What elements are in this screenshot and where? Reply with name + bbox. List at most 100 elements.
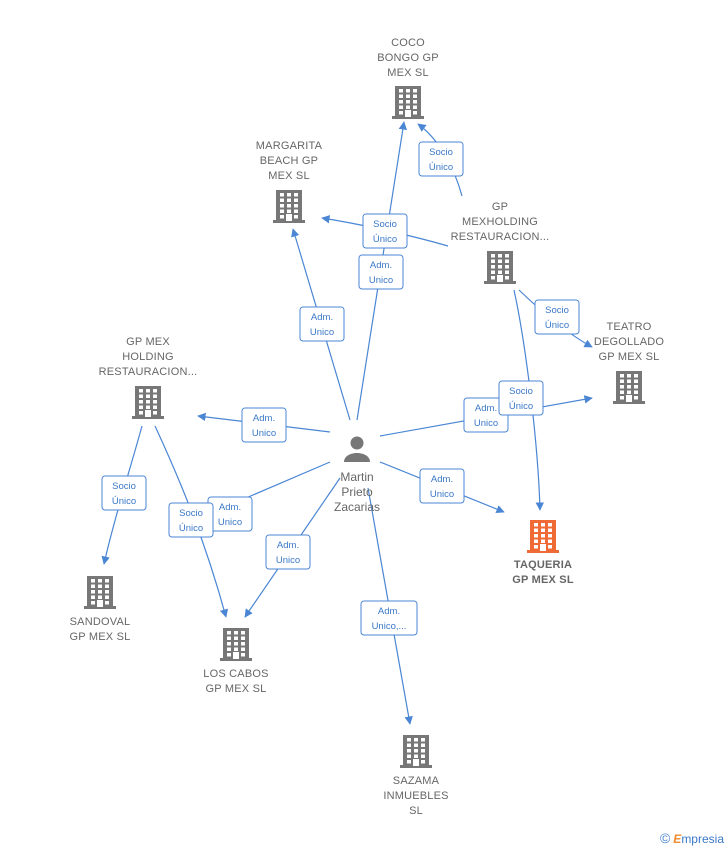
relation-label-box bbox=[358, 254, 404, 290]
company-name-line: BONGO GP bbox=[377, 52, 439, 64]
relation-label-text: Adm. bbox=[475, 403, 497, 414]
relation-label-text: Unico bbox=[310, 327, 334, 338]
relation-label-text: Único bbox=[112, 496, 136, 507]
brand-name: mpresia bbox=[681, 832, 724, 846]
nodes-layer: COCO BONGO GP MEX SL MARGARITA BEACH GP MEX S… bbox=[70, 37, 665, 817]
relation-label[interactable]: Adm. Unico bbox=[419, 468, 465, 504]
relation-label[interactable]: Adm. Unico bbox=[265, 534, 311, 570]
relation-label-text: Unico,... bbox=[372, 621, 407, 632]
footer-brand[interactable]: ©Empresia bbox=[660, 830, 724, 846]
company-name-line: TEATRO bbox=[607, 321, 652, 333]
building-icon bbox=[400, 735, 432, 768]
company-node-coco[interactable]: COCO BONGO GP MEX SL bbox=[377, 37, 439, 119]
company-name-line: GP MEX SL bbox=[70, 631, 131, 643]
edges-layer bbox=[101, 121, 593, 725]
relation-label-text: Único bbox=[545, 320, 569, 331]
company-name-line: GP MEX bbox=[126, 336, 170, 348]
relation-label-box bbox=[241, 407, 287, 443]
company-node-gpmexholding[interactable]: GP MEXHOLDING RESTAURACION... bbox=[451, 201, 550, 284]
building-icon bbox=[84, 576, 116, 609]
company-name-line: MARGARITA bbox=[256, 140, 323, 152]
relation-label-box bbox=[265, 534, 311, 570]
company-name-line: RESTAURACION... bbox=[451, 231, 550, 243]
building-icon bbox=[392, 86, 424, 119]
company-name-line: DEGOLLADO bbox=[594, 336, 665, 348]
building-icon bbox=[220, 628, 252, 661]
building-icon bbox=[132, 386, 164, 419]
relation-label-box bbox=[299, 306, 345, 342]
person-icon bbox=[344, 436, 370, 462]
relation-label-text: Socio bbox=[112, 481, 136, 492]
person-name-line: Martin bbox=[340, 470, 373, 484]
company-name-line: GP MEX SL bbox=[512, 574, 574, 586]
brand-initial: E bbox=[673, 832, 682, 846]
relation-label-box bbox=[419, 468, 465, 504]
company-name-line: TAQUERIA bbox=[514, 559, 572, 571]
relation-label-text: Adm. bbox=[370, 260, 392, 271]
relation-label-text: Unico bbox=[430, 489, 454, 500]
company-node-sandoval[interactable]: SANDOVAL GP MEX SL bbox=[70, 576, 131, 643]
company-name-line: SAZAMA bbox=[393, 775, 440, 787]
company-name-line: COCO bbox=[391, 37, 425, 49]
company-name-line: HOLDING bbox=[122, 351, 174, 363]
building-icon bbox=[273, 190, 305, 223]
relation-label-text: Socio bbox=[429, 147, 453, 158]
company-node-margarita[interactable]: MARGARITA BEACH GP MEX SL bbox=[256, 140, 323, 223]
relation-label[interactable]: Adm. Unico bbox=[299, 306, 345, 342]
company-name-line: LOS CABOS bbox=[203, 668, 268, 680]
relation-label-box bbox=[362, 213, 408, 249]
company-name-line: SANDOVAL bbox=[70, 616, 131, 628]
company-name-line: BEACH GP bbox=[260, 155, 318, 167]
relation-label-box bbox=[418, 141, 464, 177]
company-name-line: INMUEBLES bbox=[383, 790, 448, 802]
relation-label-box bbox=[101, 475, 147, 511]
relation-label-text: Adm. bbox=[277, 540, 299, 551]
company-node-gpmex[interactable]: GP MEXHOLDINGRESTAURACION... bbox=[99, 336, 198, 419]
relation-label[interactable]: Adm.Unico,... bbox=[360, 600, 418, 636]
relation-label-text: Único bbox=[373, 234, 397, 245]
relation-label-text: Único bbox=[179, 523, 203, 534]
relation-label-text: Adm. bbox=[219, 502, 241, 513]
relation-label-text: Adm. bbox=[253, 413, 275, 424]
relation-label-box bbox=[534, 299, 580, 335]
relation-label[interactable]: Adm. Unico bbox=[463, 397, 509, 433]
person-name-line: Zacarias bbox=[334, 500, 380, 514]
relation-label-text: Único bbox=[509, 401, 533, 412]
relation-label-text: Unico bbox=[218, 517, 242, 528]
relation-label-text: Socio bbox=[509, 386, 533, 397]
relation-label-text: Unico bbox=[276, 555, 300, 566]
company-name-line: MEX SL bbox=[268, 170, 310, 182]
copyright-icon: © bbox=[659, 830, 671, 846]
relation-label-text: Unico bbox=[369, 275, 393, 286]
company-name-line: GP bbox=[492, 201, 508, 213]
company-node-taqueria[interactable]: TAQUERIA GP MEX SL bbox=[512, 520, 574, 586]
relation-label-text: Unico bbox=[252, 428, 276, 439]
relation-label-text: Único bbox=[429, 162, 453, 173]
company-node-sazama[interactable]: SAZAMA INMUEBLES SL bbox=[383, 735, 448, 817]
company-name-line: SL bbox=[409, 805, 423, 817]
relation-label-text: Socio bbox=[545, 305, 569, 316]
person-name-line: Prieto bbox=[341, 485, 373, 499]
company-name-line: MEX SL bbox=[387, 67, 429, 79]
relation-label[interactable]: Adm. Unico bbox=[207, 496, 253, 532]
relation-label-text: Socio bbox=[179, 508, 203, 519]
relation-label[interactable]: Adm. Unico bbox=[358, 254, 404, 290]
relation-labels-layer: Adm.UnicoAdm.UnicoAdm.UnicoAdm.UnicoAdm.… bbox=[101, 141, 580, 636]
relation-label-text: Adm. bbox=[431, 474, 453, 485]
relation-label-text: Unico bbox=[474, 418, 498, 429]
relation-label-text: Adm. bbox=[311, 312, 333, 323]
company-name-line: MEXHOLDING bbox=[462, 216, 538, 228]
relation-label[interactable]: Adm. Unico bbox=[241, 407, 287, 443]
building-icon bbox=[484, 251, 516, 284]
building-icon bbox=[527, 520, 559, 553]
